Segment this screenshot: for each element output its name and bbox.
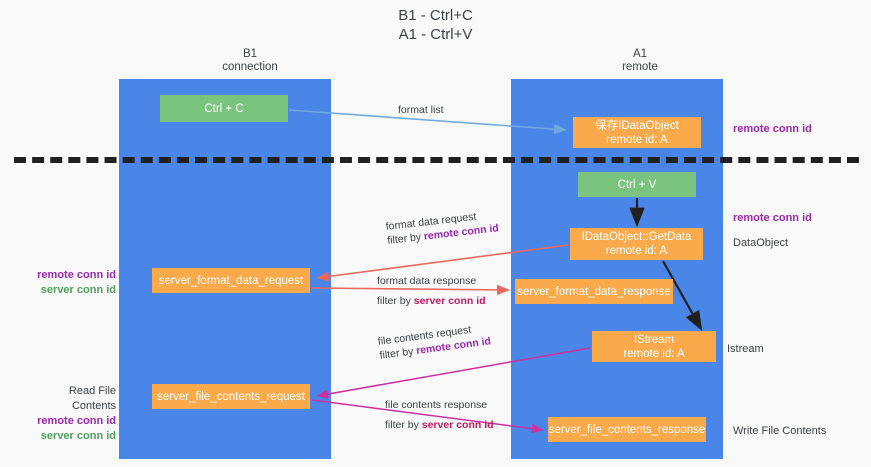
edge-label-format-list: format list (398, 104, 444, 116)
edge-label-format-data-response-line2: filter by server conn id (377, 294, 486, 308)
column-header-a1: A1 remote (622, 48, 658, 73)
node-ctrl-c[interactable]: Ctrl + C (160, 95, 288, 122)
annotation-remote-conn-id-left-top: remote conn id (37, 269, 116, 281)
edge-label-format-data-response-line1: format data response (377, 275, 477, 287)
node-server-format-data-request[interactable]: server_format_data_request (152, 268, 310, 293)
annotation-remote-conn-id-top: remote conn id (733, 123, 812, 135)
annotation-write-file-contents: Write File Contents (733, 425, 827, 437)
node-server-format-data-response[interactable]: server_format_data_response (515, 279, 673, 304)
annotation-server-conn-id-left-bottom: server conn id (40, 430, 116, 442)
node-ctrl-v[interactable]: Ctrl + V (578, 172, 696, 197)
filter-prefix: filter by (386, 230, 425, 247)
filter-prefix: filter by (377, 295, 414, 307)
annotation-istream: Istream (727, 343, 764, 355)
annotation-remote-conn-id-middle: remote conn id (733, 212, 812, 224)
annotation-remote-conn-id-left-bottom: remote conn id (37, 415, 116, 427)
annotation-read-file-contents: Read File Contents (68, 385, 116, 412)
filter-prefix: filter by (385, 419, 422, 431)
edge-label-format-data-request: format data request filter by remote con… (385, 207, 499, 248)
annotation-server-conn-id-left-top: server conn id (40, 284, 116, 296)
node-save-idataobject[interactable]: 保存IDataObject remote id: A (573, 117, 701, 148)
column-header-b1: B1 connection (222, 48, 278, 73)
edge-label-format-data-response: format data response filter by server co… (377, 274, 486, 308)
edge-label-file-contents-response-line2: filter by server conn id (385, 418, 494, 432)
filter-prefix: filter by (378, 345, 417, 362)
filter-key-server-conn-id: server conn id (421, 419, 494, 431)
node-server-file-contents-request[interactable]: server_file_contents_request (152, 384, 310, 409)
filter-key-server-conn-id: server conn id (413, 295, 486, 307)
node-istream[interactable]: IStream remote id: A (592, 331, 716, 362)
phase-divider (14, 157, 859, 163)
page-title: B1 - Ctrl+C A1 - Ctrl+V (398, 7, 473, 43)
edge-label-file-contents-request: file contents request filter by remote c… (377, 320, 492, 362)
annotation-dataobject: DataObject (733, 237, 789, 249)
node-idataobject-getdata[interactable]: IDataObject::GetData remote id: A (570, 228, 703, 260)
edge-label-file-contents-response: file contents response filter by server … (385, 398, 494, 432)
edge-label-file-contents-response-line1: file contents response (385, 399, 488, 411)
annotation-group-format-conn-ids: remote conn id server conn id (24, 268, 116, 298)
annotation-group-file-conn-ids: Read File Contents remote conn id server… (24, 384, 116, 444)
node-server-file-contents-response[interactable]: server_file_contents_response (548, 417, 706, 442)
